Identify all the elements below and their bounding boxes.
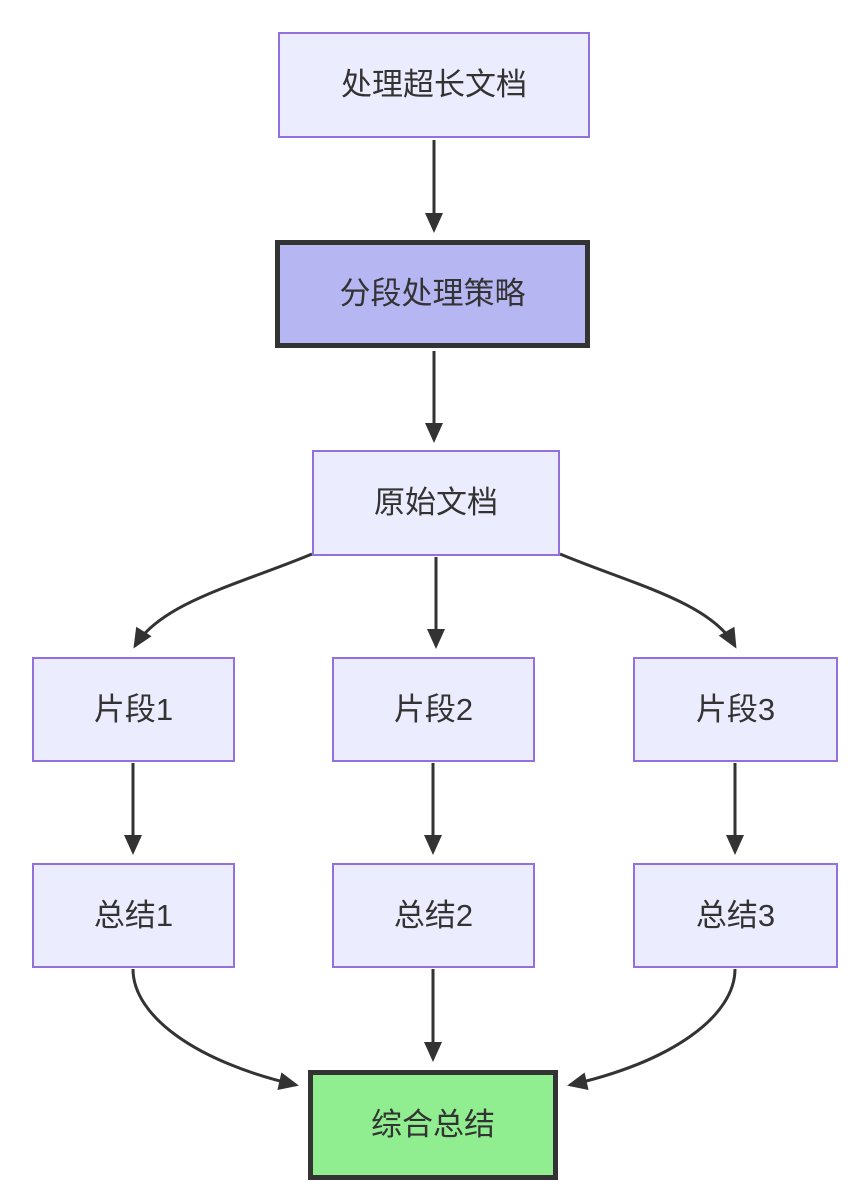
node-combined-summary: 综合总结 [308,1070,558,1180]
node-fragment-1: 片段1 [32,657,235,762]
node-summary-1: 总结1 [32,863,235,968]
node-fragment-3: 片段3 [633,657,838,762]
edge-summary1-to-combined [131,968,299,1090]
node-segmentation-strategy: 分段处理策略 [275,240,590,348]
edge-summary3-to-combined [567,968,737,1091]
edge-original-to-fragment3 [559,552,737,649]
edge-original-to-fragment1 [133,552,313,649]
node-summary-3: 总结3 [633,863,838,968]
node-fragment-2: 片段2 [332,657,535,762]
node-summary-2: 总结2 [332,863,535,968]
node-original-document: 原始文档 [312,450,560,556]
node-process-long-document: 处理超长文档 [278,32,590,138]
